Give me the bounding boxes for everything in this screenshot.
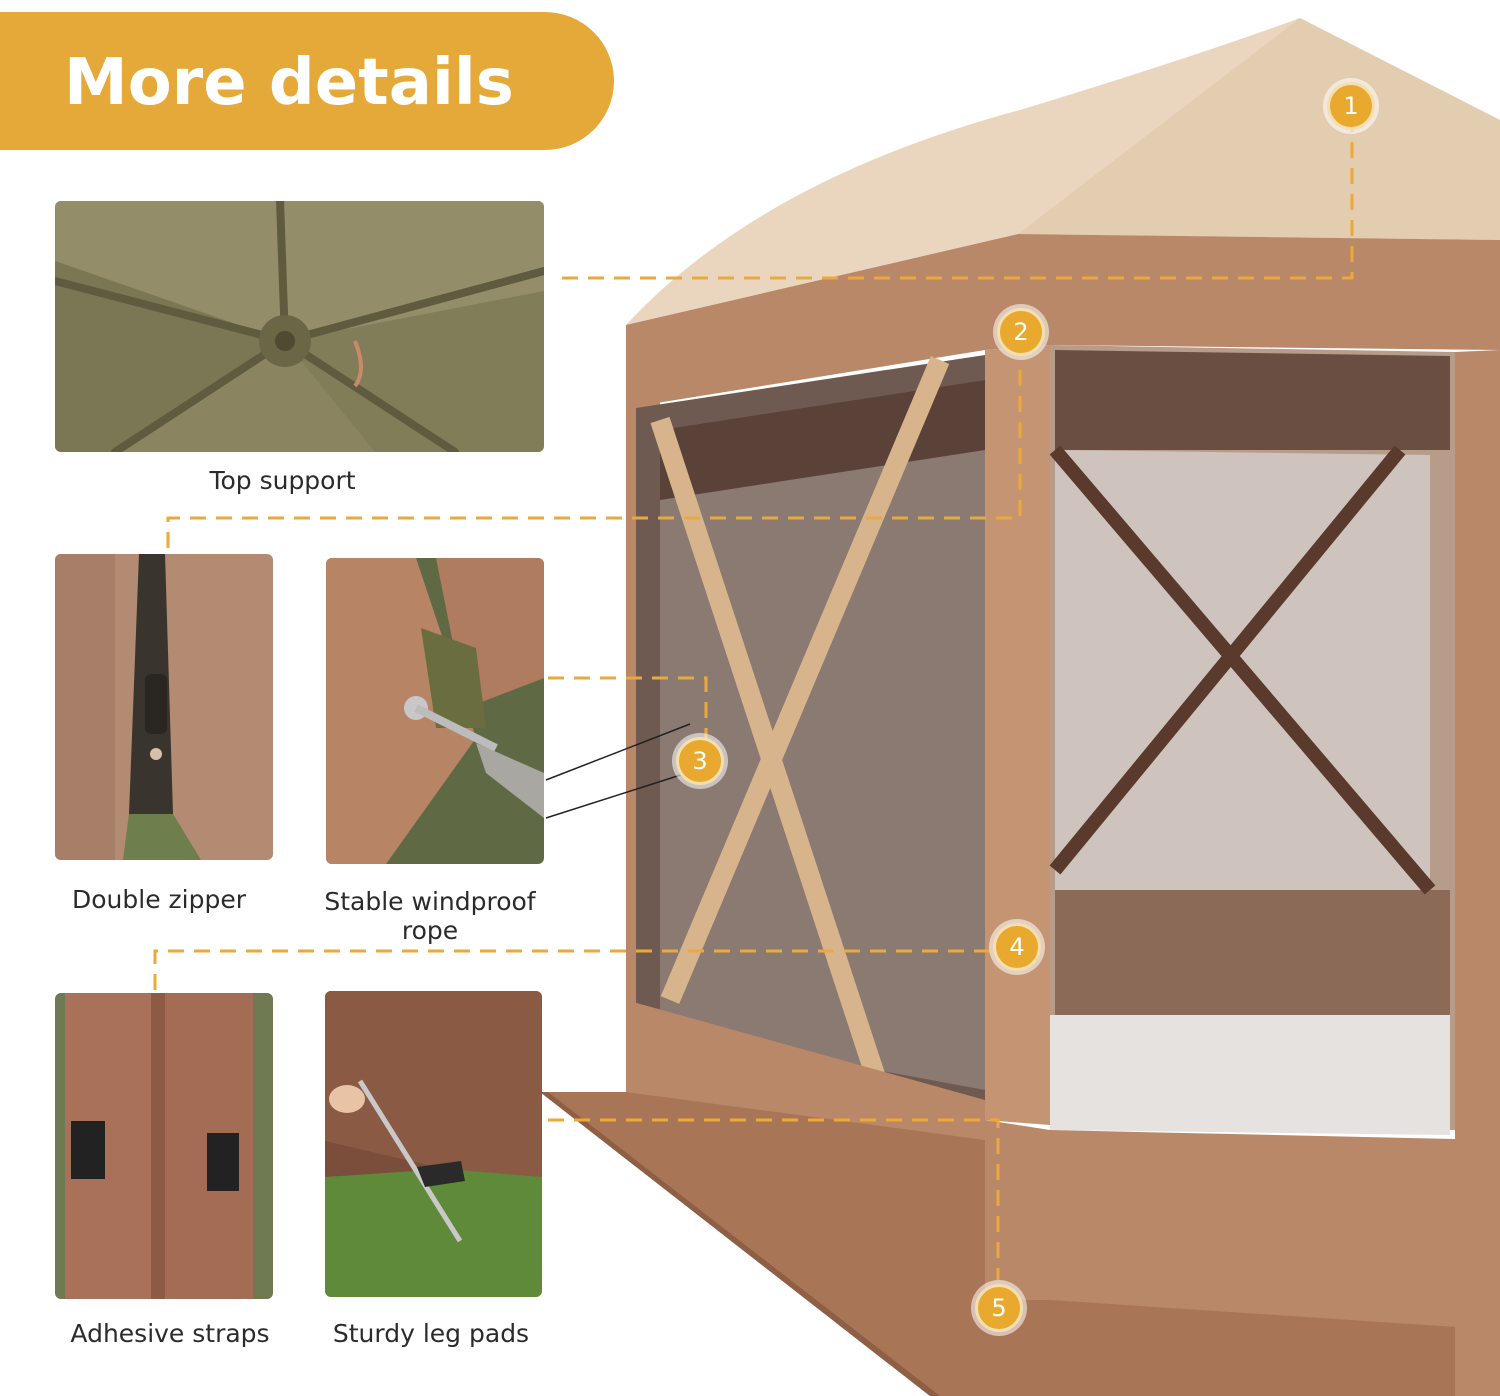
marker-1: 1 xyxy=(1327,82,1375,130)
double-zipper-image xyxy=(55,554,273,860)
marker-4: 4 xyxy=(993,923,1041,971)
adhesive-straps-image xyxy=(55,993,273,1299)
top-support-image xyxy=(55,201,544,452)
marker-3: 3 xyxy=(676,737,724,785)
marker-2: 2 xyxy=(997,308,1045,356)
marker-5: 5 xyxy=(975,1284,1023,1332)
windproof-rope-caption: Stable windproof rope xyxy=(324,887,536,945)
adhesive-straps-caption: Adhesive straps xyxy=(70,1319,270,1348)
top-support-caption: Top support xyxy=(209,466,356,495)
banner: More details xyxy=(0,12,614,150)
double-zipper-caption: Double zipper xyxy=(72,885,246,914)
banner-title: More details xyxy=(64,46,514,120)
tent-top-band xyxy=(626,234,1500,408)
sturdy-leg-pads-caption: Sturdy leg pads xyxy=(332,1319,530,1348)
windproof-rope-image xyxy=(326,558,544,864)
sturdy-leg-pads-image xyxy=(325,991,542,1297)
